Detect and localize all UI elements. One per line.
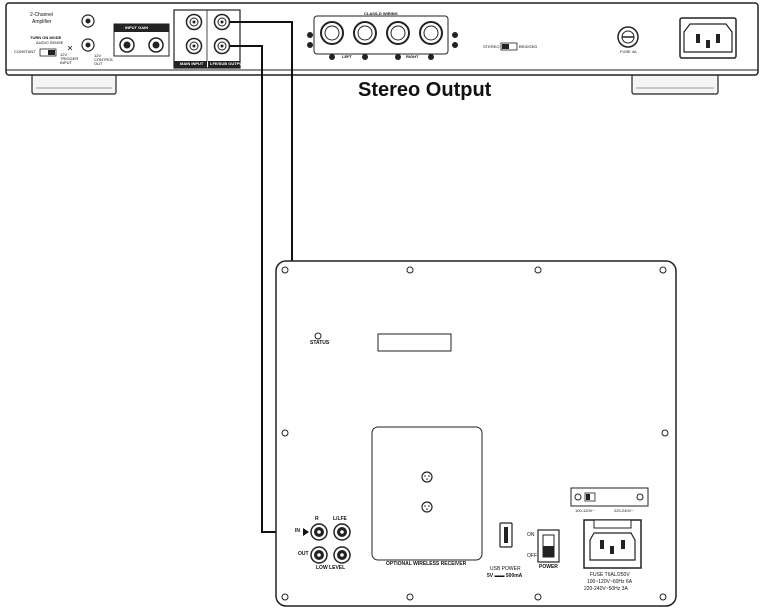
wireless-receiver-bay: [371, 426, 483, 561]
main-input-label: MAIN INPUT: [180, 61, 204, 66]
lfe-sub-output-jack-top: [213, 13, 231, 31]
stereo-label: STEREO: [483, 44, 500, 49]
usb-power-label: USB POWER: [490, 566, 521, 572]
audio-sense-label: AUDIO SENSE: [36, 40, 64, 45]
input-gain-knob-left: [119, 37, 135, 53]
main-input-jack-top: [185, 13, 203, 31]
input-gain-label: INPUT GAIN: [125, 25, 149, 30]
status-led: [314, 332, 322, 340]
trigger-input-label: 12V TRIGGER INPUT: [60, 52, 79, 65]
subwoofer-amp-panel: [275, 260, 677, 607]
trigger-output-jack: [81, 38, 95, 52]
lfe-sub-output-label: LFE/SUB OUTPUT: [210, 61, 245, 66]
lfe-sub-output-jack-bottom: [213, 37, 231, 55]
input-gain-knob-right: [148, 37, 164, 53]
in-label: IN: [295, 528, 300, 534]
speaker-post-4: [419, 21, 443, 45]
voltage-high-label: 220-240V~: [614, 508, 634, 513]
trigger-output-label: 12V CONTROL OUT: [94, 53, 114, 66]
label-plate: [377, 333, 452, 352]
r-input-label: R: [315, 516, 319, 522]
lfe-input-label: L/LFE: [333, 516, 347, 522]
amp-brand-line2: Amplifier: [32, 19, 52, 25]
amplifier-ac-inlet: [679, 17, 737, 59]
amplifier-fuse-holder: [617, 26, 639, 48]
fuse-240v-label: 220-240V~50Hz 3A: [584, 586, 628, 592]
constant-label: CONSTANT: [14, 49, 36, 54]
low-level-jack-lfe-in: [333, 523, 351, 541]
polarity-markers: [307, 32, 458, 60]
trigger-input-jack: [81, 14, 95, 28]
power-label: POWER: [539, 564, 558, 570]
low-level-jack-r-out: [310, 546, 328, 564]
speaker-terminal-panel: [313, 15, 449, 55]
low-level-label: LOW LEVEL: [316, 565, 346, 571]
out-label: OUT: [298, 551, 309, 557]
usb-spec-label: 5V ▬▬ 500mA: [487, 573, 523, 579]
power-off-label: OFF: [527, 553, 537, 559]
amplifier-foot-right: [631, 73, 719, 95]
turn-on-mode-label: TURN ON MODE: [30, 35, 62, 40]
amp-brand-line1: 2-Channel: [30, 12, 54, 18]
wireless-receiver-label: OPTIONAL WIRELESS RECEIVER: [386, 561, 467, 567]
class-d-wiring-label: CLASS-D WIRING: [364, 11, 398, 16]
voltage-selector: [570, 487, 649, 507]
wireless-connector-bottom: [421, 501, 433, 513]
amplifier-foot-left: [31, 73, 117, 95]
right-channel-label: RIGHT: [406, 54, 419, 59]
speaker-post-3: [386, 21, 410, 45]
voltage-low-label: 100-120V~: [575, 508, 595, 513]
amp-fuse-label: FUSE 4A: [620, 49, 637, 54]
main-input-jack-bottom: [185, 37, 203, 55]
status-label: STATUS: [310, 340, 330, 346]
low-level-jack-lfe-out: [333, 546, 351, 564]
mounting-screws: [281, 266, 669, 601]
left-channel-label: LEFT: [342, 54, 352, 59]
speaker-post-1: [320, 21, 344, 45]
amplifier-rear-panel: [5, 2, 759, 95]
in-arrow-icon: [303, 528, 309, 536]
speaker-post-2: [353, 21, 377, 45]
bridged-label: BRIDGED: [519, 44, 538, 49]
diagram-title: Stereo Output: [358, 79, 492, 101]
subwoofer-ac-inlet: [583, 519, 642, 569]
fuse-120v-label: 100~120V~60Hz 6A: [587, 579, 633, 585]
power-on-label: ON: [527, 532, 535, 538]
low-level-jack-r-in: [310, 523, 328, 541]
wireless-connector-top: [421, 471, 433, 483]
fuse-rating-label: FUSE T6AL/250V: [590, 572, 630, 578]
